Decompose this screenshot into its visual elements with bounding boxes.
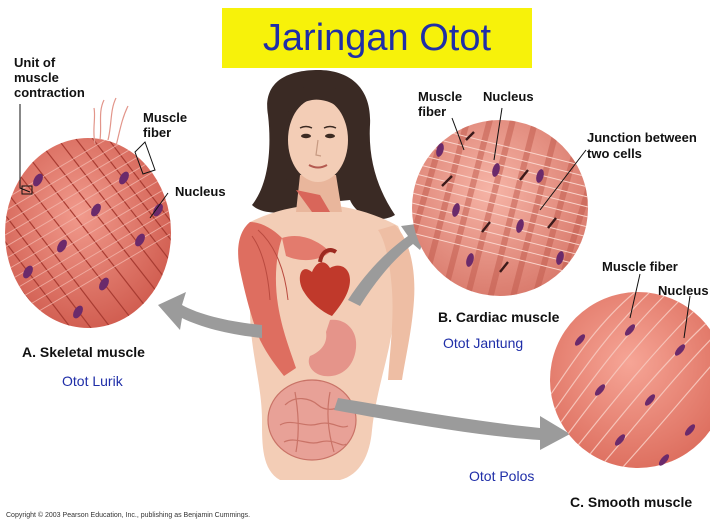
caption-skeletal-muscle: A. Skeletal muscle xyxy=(22,344,145,360)
label-unit-contraction-2: muscle xyxy=(14,70,59,85)
caption-cardiac-muscle: B. Cardiac muscle xyxy=(438,309,559,325)
caption-smooth-muscle: C. Smooth muscle xyxy=(570,494,692,510)
label-skeletal-fiber-1: Muscle xyxy=(143,110,187,125)
label-cardiac-nucleus: Nucleus xyxy=(483,89,534,104)
label-cardiac-fiber-2: fiber xyxy=(418,104,446,119)
label-skeletal-fiber-2: fiber xyxy=(143,125,171,140)
cardiac-muscle-image xyxy=(400,108,600,324)
label-skeletal-nucleus: Nucleus xyxy=(175,184,226,199)
label-smooth-nucleus: Nucleus xyxy=(658,283,709,298)
label-junction-2: two cells xyxy=(587,146,642,161)
copyright-notice: Copyright © 2003 Pearson Education, Inc.… xyxy=(6,512,250,519)
label-unit-contraction-1: Unit of xyxy=(14,55,55,70)
caption-otot-lurik: Otot Lurik xyxy=(62,373,123,389)
label-cardiac-fiber-1: Muscle xyxy=(418,89,462,104)
label-smooth-fiber: Muscle fiber xyxy=(602,259,678,274)
label-unit-contraction-3: contraction xyxy=(14,85,85,100)
label-junction-1: Junction between xyxy=(587,130,697,145)
caption-otot-jantung: Otot Jantung xyxy=(443,335,523,351)
caption-otot-polos: Otot Polos xyxy=(469,468,534,484)
smooth-muscle-image xyxy=(540,274,710,492)
